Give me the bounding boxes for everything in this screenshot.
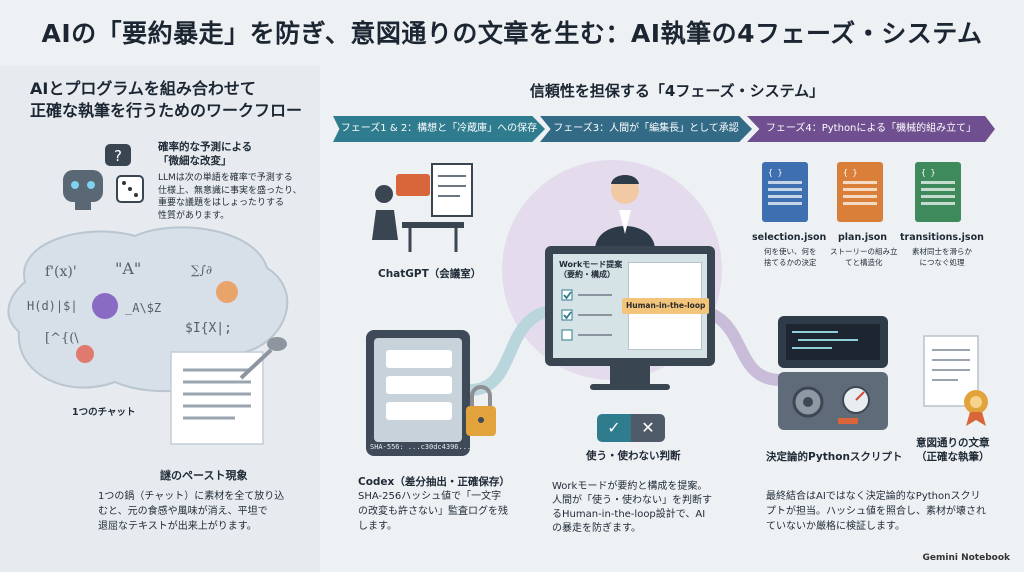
transitions-json-desc-line1: 素材同士を滑らか (912, 247, 972, 256)
predict-body-line1: LLMは次の単語を確率で予測する (158, 173, 293, 183)
transitions-json-desc: 素材同士を滑らか につなぐ処理 (912, 246, 972, 268)
decision-label: 使う・使わない判断 (586, 450, 681, 462)
codex-body-line3: します。 (358, 521, 397, 532)
work-body: Workモードが要約と構成を提案。 人間が「使う・使わない」を判断す るHuma… (552, 480, 712, 536)
hitl-tag: Human-in-the-loop (622, 298, 710, 314)
work-body-line2: 人間が「使う・使わない」を判断す (552, 495, 712, 506)
svg-text:∑∫∂: ∑∫∂ (191, 263, 212, 277)
work-body-line1: Workモードが要約と構成を提案。 (552, 481, 708, 492)
python-machine-illustration (778, 316, 888, 430)
monitor-title: Workモード提案 （要約・構成） (559, 260, 622, 280)
checkbox-list-icon (561, 289, 612, 341)
predict-body-line3: 重要な議題をはしょったりする (158, 198, 285, 208)
predict-body-line4: 性質があります。 (158, 210, 230, 221)
paste-body-line1: 1つの鍋（チャット）に素材を全て放り込 (98, 491, 285, 502)
svg-text:_A\$Z: _A\$Z (125, 301, 161, 315)
left-heading-line2: 正確な執筆を行うためのワークフロー (30, 101, 303, 120)
monitor-base (590, 384, 670, 390)
predict-title: 確率的な予測による 「微細な改変」 (158, 140, 252, 168)
chat-label: 1つのチャット (72, 407, 136, 418)
robot-dice-icon: ? (63, 144, 144, 210)
plan-json-name: plan.json (838, 232, 888, 243)
reject-x-button[interactable]: ✕ (631, 414, 665, 442)
final-body-line3: ていないか厳格に検証します。 (766, 521, 905, 532)
output-document-icon (923, 335, 988, 426)
monitor-title-line1: Workモード提案 (559, 260, 623, 269)
chat-blob-illustration: f'(x)' "A" H(d)|$| _A\$Z $I{X|; [^{(\ ∑∫… (7, 226, 289, 393)
svg-text:$I{X|;: $I{X|; (185, 321, 232, 336)
paste-title: 謎のペースト現象 (160, 469, 248, 482)
output-label: 意図通りの文章 （正確な執筆） (916, 436, 990, 464)
selection-json-desc-line2: 捨てるかの決定 (764, 258, 817, 267)
left-heading-line1: AIとプログラムを組み合わせて (30, 79, 256, 98)
selection-json-file-icon: { } (762, 162, 808, 222)
predict-body: LLMは次の単語を確率で予測する 仕様上、無意識に事実を盛ったり、 重要な議題を… (158, 172, 302, 222)
predict-title-line2: 「微細な改変」 (158, 155, 232, 167)
output-label-line2: （正確な執筆） (916, 451, 990, 463)
use-check-button[interactable]: ✓ (597, 414, 631, 442)
monitor-title-line2: （要約・構成） (559, 270, 615, 279)
predict-title-line1: 確率的な予測による (158, 141, 253, 153)
codex-body: SHA-256ハッシュ値で「一文字 の改変も許さない」監査ログを残 します。 (358, 489, 508, 534)
plan-json-desc-line1: ストーリーの組み立 (830, 247, 898, 256)
python-label: 決定論的Pythonスクリプト (766, 451, 903, 463)
page-title: AIの「要約暴走」を防ぎ、意図通りの文章を生む：AI執筆の4フェーズ・システム (41, 19, 983, 48)
final-body: 最終結合はAIではなく決定論的なPythonスクリ プトが担当。ハッシュ値を照合… (766, 489, 986, 534)
selection-json-desc-line1: 何を使い、何を (764, 247, 817, 256)
svg-text:[^{(\: [^{(\ (45, 331, 79, 346)
codex-title: Codex（差分抽出・正確保存） (358, 476, 510, 488)
chatgpt-label: ChatGPT（会議室） (378, 268, 482, 280)
plan-json-file-icon: { } (837, 162, 883, 222)
work-body-line3: るHuman-in-the-loop設計で、AI (552, 509, 706, 520)
plan-json-desc-line2: てと構造化 (845, 258, 883, 267)
svg-text:?: ? (114, 147, 122, 165)
output-label-line1: 意図通りの文章 (916, 437, 990, 449)
selection-json-desc: 何を使い、何を 捨てるかの決定 (764, 246, 817, 268)
phase-3-banner: フェーズ3：人間が「編集長」として承認 (540, 116, 752, 142)
codex-device-illustration (366, 330, 496, 456)
monitor-stand (610, 366, 650, 386)
left-heading: AIとプログラムを組み合わせて 正確な執筆を行うためのワークフロー (30, 78, 320, 122)
work-body-line4: の暴走を防ぎます。 (552, 523, 641, 534)
codex-body-line1: SHA-256ハッシュ値で「一文字 (358, 491, 502, 502)
transitions-json-file-icon: { } (915, 162, 961, 222)
phase-1-2-banner: フェーズ1 & 2：構想と「冷蔵庫」への保存 (333, 116, 545, 142)
final-body-line2: プトが担当。ハッシュ値を照合し、素材が壊され (766, 506, 986, 517)
transitions-json-name: transitions.json (900, 232, 984, 243)
paste-body-line2: むと、元の食感や風味が消え、平坦で (98, 506, 268, 517)
transitions-json-desc-line2: につなぐ処理 (919, 258, 965, 267)
codex-body-line2: の改変も許さない」監査ログを残 (358, 506, 508, 517)
hash-readout: SHA-556: ...c30dc4396... (370, 443, 472, 451)
paste-body: 1つの鍋（チャット）に素材を全て放り込 むと、元の食感や風味が消え、平坦で 退屈… (98, 489, 284, 534)
phase-4-banner: フェーズ4：Pythonによる「機械的組み立て」 (747, 116, 995, 142)
meeting-room-illustration (372, 163, 473, 252)
paste-body-line3: 退屈なテキストが出来上がります。 (98, 521, 257, 532)
paste-paper-illustration (170, 337, 287, 445)
svg-text:H(d)|$|: H(d)|$| (27, 299, 78, 313)
svg-text:"A": "A" (115, 259, 141, 278)
editor-person-icon (595, 175, 655, 250)
footer-brand: Gemini Notebook (922, 553, 1011, 563)
svg-text:f'(x)': f'(x)' (45, 264, 77, 280)
selection-json-name: selection.json (752, 232, 827, 243)
predict-body-line2: 仕様上、無意識に事実を盛ったり、 (158, 185, 302, 196)
plan-json-desc: ストーリーの組み立 てと構造化 (830, 246, 898, 268)
final-body-line1: 最終結合はAIではなく決定論的なPythonスクリ (766, 491, 981, 502)
right-heading: 信頼性を担保する「4フェーズ・システム」 (529, 82, 825, 100)
